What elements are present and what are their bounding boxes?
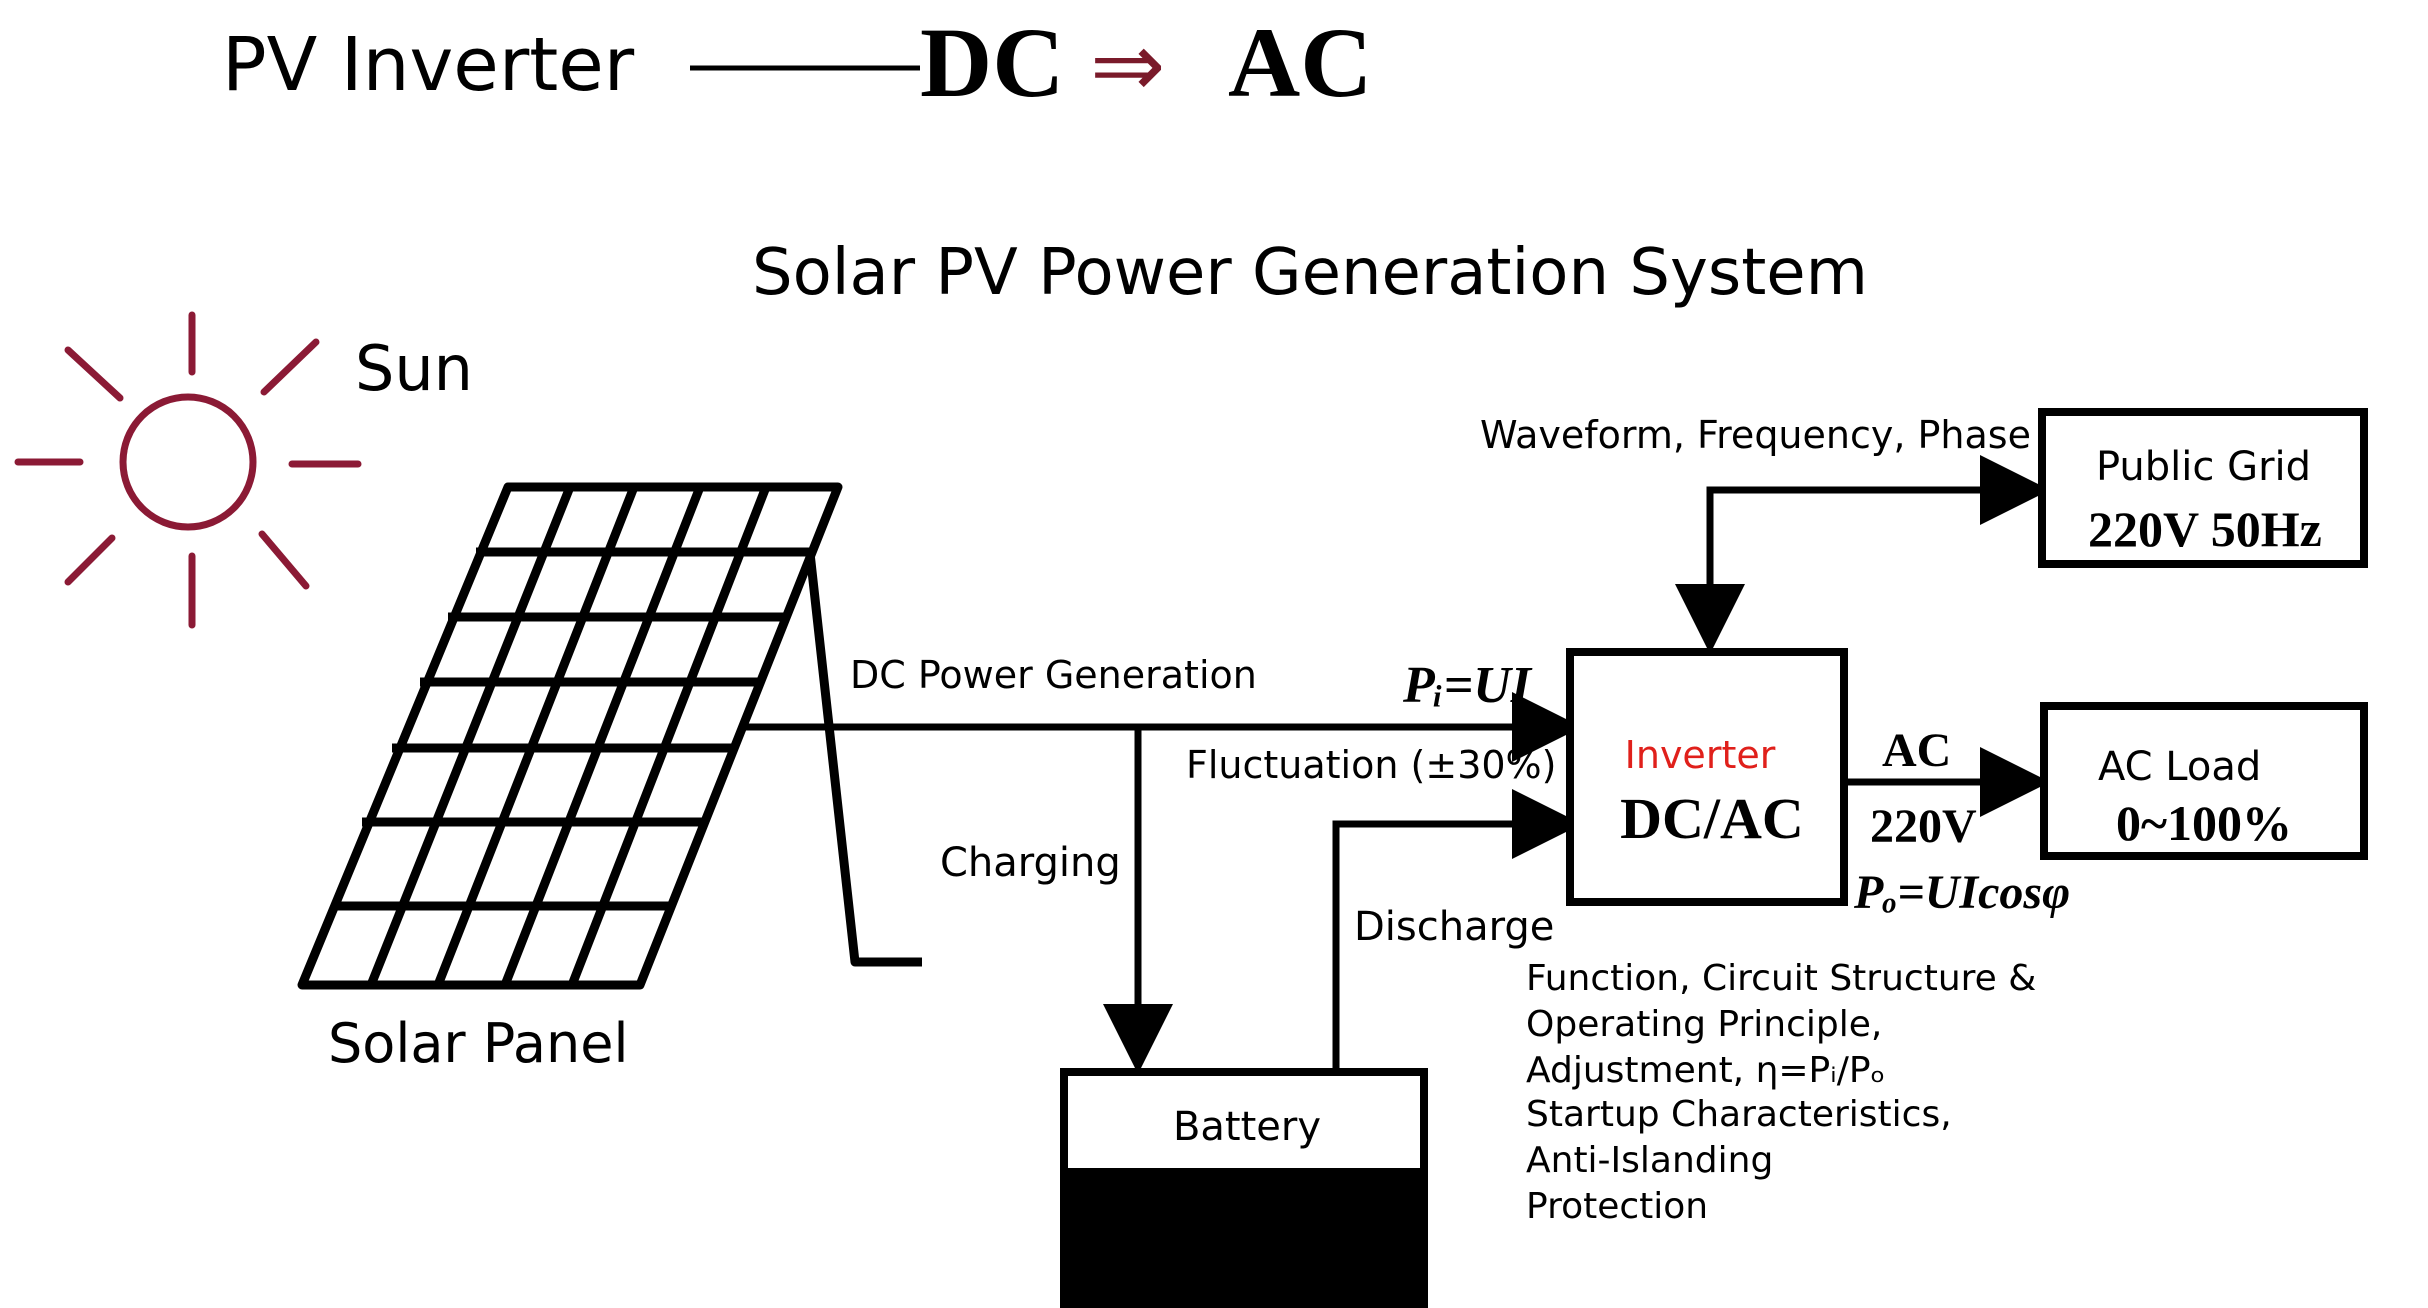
sun-label: Sun (355, 332, 473, 405)
ac-label: AC (1882, 724, 1951, 777)
waveform-label: Waveform, Frequency, Phase (1480, 413, 2031, 457)
note-line: Operating Principle, (1526, 1004, 1882, 1045)
sun-icon (14, 311, 362, 629)
header-title: PV Inverter (222, 22, 635, 108)
header-formula-dc: DC (920, 7, 1064, 118)
grid-connection-line (1706, 486, 2030, 644)
battery-label: Battery (1173, 1104, 1321, 1150)
diagram-title: Solar PV Power Generation System (752, 236, 1868, 310)
grid-spec: 220V 50Hz (2088, 501, 2322, 557)
public-grid-box (2038, 408, 2368, 568)
inverter-title: Inverter (1625, 733, 1776, 777)
note-line: Anti-Islanding (1526, 1140, 1773, 1181)
ac-load-box (2040, 702, 2368, 860)
solar-panel-icon (297, 482, 922, 990)
pi-formula: Pᵢ=UI (1402, 657, 1533, 714)
note-line: Adjustment, η=Pᵢ/Pₒ (1526, 1050, 1885, 1091)
note-line: Protection (1526, 1186, 1708, 1227)
grid-title: Public Grid (2096, 444, 2311, 490)
load-spec: 0~100% (2116, 795, 2292, 851)
charging-label: Charging (940, 840, 1121, 886)
note-line: Startup Characteristics, (1526, 1094, 1952, 1135)
header-formula-ac: AC (1228, 7, 1372, 118)
discharge-line (1332, 789, 1582, 1072)
header-formula-arrow: ⇒ (1090, 13, 1165, 118)
load-title: AC Load (2098, 744, 2261, 790)
fluctuation-label: Fluctuation (±30%) (1186, 743, 1556, 787)
solar-panel-label: Solar Panel (328, 1012, 628, 1075)
dc-generation-label: DC Power Generation (850, 653, 1257, 697)
inverter-notes: Function, Circuit Structure & Operating … (1526, 958, 2036, 1227)
battery-icon (1060, 1068, 1428, 1308)
discharge-label: Discharge (1354, 904, 1554, 950)
note-line: Function, Circuit Structure & (1526, 958, 2036, 999)
po-formula: Pₒ=UIcosφ (1853, 866, 2070, 919)
ac-voltage: 220V (1870, 800, 1977, 853)
inverter-box (1566, 648, 1848, 906)
inverter-sub: DC/AC (1620, 786, 1804, 851)
